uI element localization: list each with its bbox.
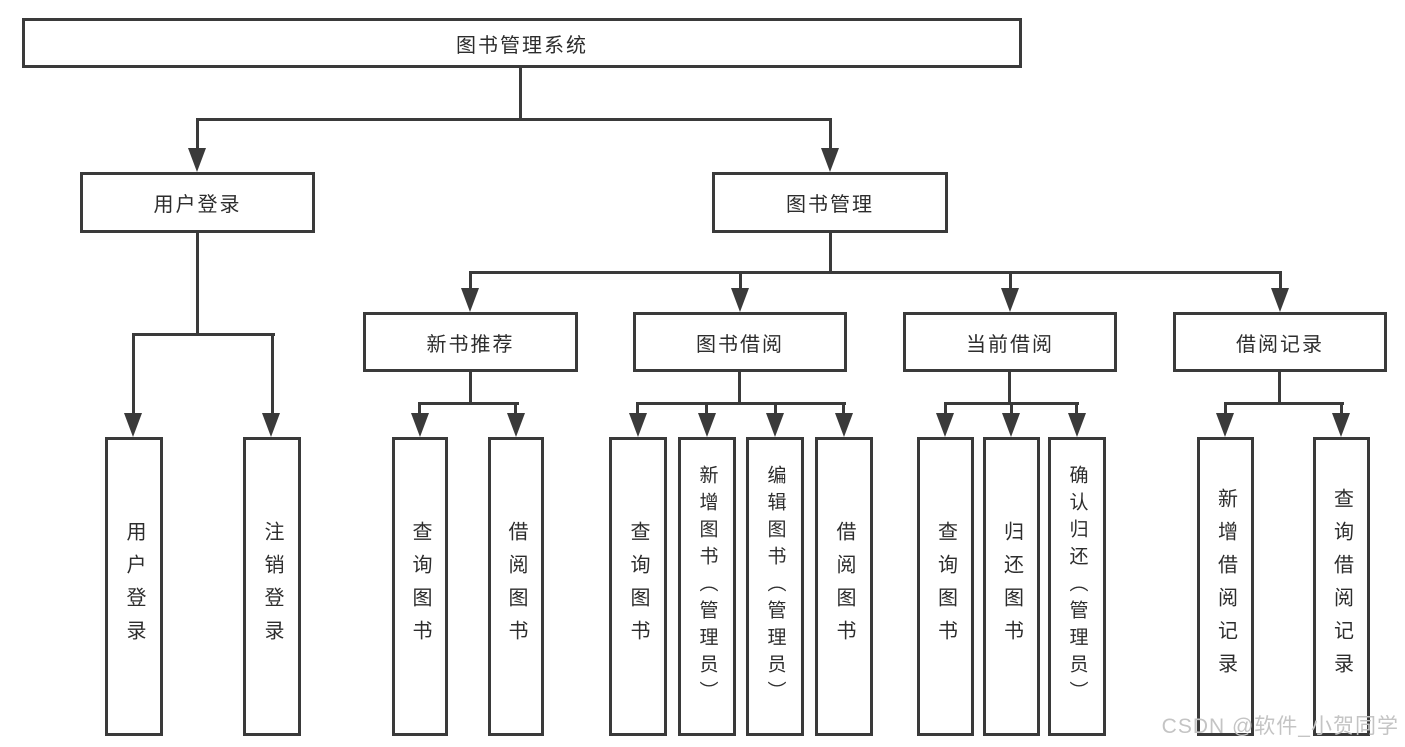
connector-line (774, 405, 777, 413)
leaf-logout: 注销登录 (243, 437, 301, 736)
connector-line (196, 121, 199, 149)
node-current-borrow: 当前借阅 (903, 312, 1117, 372)
connector-line (738, 372, 741, 405)
leaf-label: 查询借阅记录 (1330, 487, 1353, 686)
leaf-label: 注销登录 (261, 520, 283, 653)
arrow-down-icon (766, 413, 784, 437)
connector-line (1340, 405, 1343, 413)
leaf-current-query-book: 查询图书 (917, 437, 974, 736)
arrow-down-icon (507, 413, 525, 437)
arrow-down-icon (629, 413, 647, 437)
arrow-down-icon (1271, 288, 1289, 312)
leaf-label: 确认归还（管理员） (1066, 465, 1088, 708)
connector-line (519, 68, 522, 121)
arrow-down-icon (411, 413, 429, 437)
arrow-down-icon (124, 413, 142, 437)
connector-line (418, 402, 519, 405)
arrow-down-icon (188, 148, 206, 172)
leaf-label: 归还图书 (1000, 520, 1023, 653)
leaf-recommend-borrow-book: 借阅图书 (488, 437, 544, 736)
arrow-down-icon (1332, 413, 1350, 437)
leaf-recommend-query-book: 查询图书 (392, 437, 448, 736)
leaf-records-add-record: 新增借阅记录 (1197, 437, 1254, 736)
leaf-borrow-query-book: 查询图书 (609, 437, 667, 736)
node-borrow-records: 借阅记录 (1173, 312, 1387, 372)
connector-line (1279, 274, 1282, 288)
connector-line (1075, 405, 1078, 413)
connector-line (1009, 274, 1012, 288)
leaf-label: 用户登录 (123, 520, 145, 653)
leaf-borrow-borrow-book: 借阅图书 (815, 437, 873, 736)
connector-line (829, 233, 832, 273)
node-book-management: 图书管理 (712, 172, 948, 233)
arrow-down-icon (1001, 288, 1019, 312)
leaf-current-return-book: 归还图书 (983, 437, 1040, 736)
connector-line (829, 121, 832, 149)
connector-line (469, 274, 472, 288)
connector-line (196, 233, 199, 336)
connector-line (469, 271, 1282, 274)
connector-line (132, 336, 135, 413)
arrow-down-icon (1216, 413, 1234, 437)
leaf-label: 新增图书（管理员） (696, 465, 718, 708)
arrow-down-icon (461, 288, 479, 312)
connector-line (469, 372, 472, 405)
arrow-down-icon (731, 288, 749, 312)
connector-line (944, 402, 1079, 405)
node-new-book-recommend: 新书推荐 (363, 312, 578, 372)
arrow-down-icon (936, 413, 954, 437)
leaf-label: 新增借阅记录 (1214, 487, 1237, 686)
arrow-down-icon (1002, 413, 1020, 437)
connector-line (636, 402, 846, 405)
leaf-label: 查询图书 (934, 520, 957, 653)
node-user-login: 用户登录 (80, 172, 315, 233)
connector-line (944, 405, 947, 413)
arrow-down-icon (262, 413, 280, 437)
leaf-user-login: 用户登录 (105, 437, 163, 736)
connector-line (1224, 402, 1344, 405)
leaf-label: 编辑图书（管理员） (764, 465, 786, 708)
connector-line (418, 405, 421, 413)
leaf-label: 借阅图书 (505, 520, 527, 653)
connector-line (842, 405, 845, 413)
arrow-down-icon (835, 413, 853, 437)
arrow-down-icon (821, 148, 839, 172)
connector-line (132, 333, 275, 336)
leaf-borrow-edit-book-admin: 编辑图书（管理员） (746, 437, 804, 736)
leaf-label: 查询图书 (409, 520, 431, 653)
leaf-borrow-add-book-admin: 新增图书（管理员） (678, 437, 736, 736)
connector-line (1008, 372, 1011, 405)
arrow-down-icon (698, 413, 716, 437)
leaf-label: 借阅图书 (833, 520, 855, 653)
connector-line (739, 274, 742, 288)
connector-line (514, 405, 517, 413)
leaf-current-confirm-return-admin: 确认归还（管理员） (1048, 437, 1106, 736)
connector-line (1010, 405, 1013, 413)
leaf-label: 查询图书 (627, 520, 649, 653)
connector-line (271, 336, 274, 413)
connector-line (705, 405, 708, 413)
connector-line (636, 405, 639, 413)
connector-line (1224, 405, 1227, 413)
node-library-system: 图书管理系统 (22, 18, 1022, 68)
connector-line (196, 118, 832, 121)
arrow-down-icon (1068, 413, 1086, 437)
leaf-records-query-record: 查询借阅记录 (1313, 437, 1370, 736)
node-book-borrow: 图书借阅 (633, 312, 847, 372)
connector-line (1278, 372, 1281, 405)
